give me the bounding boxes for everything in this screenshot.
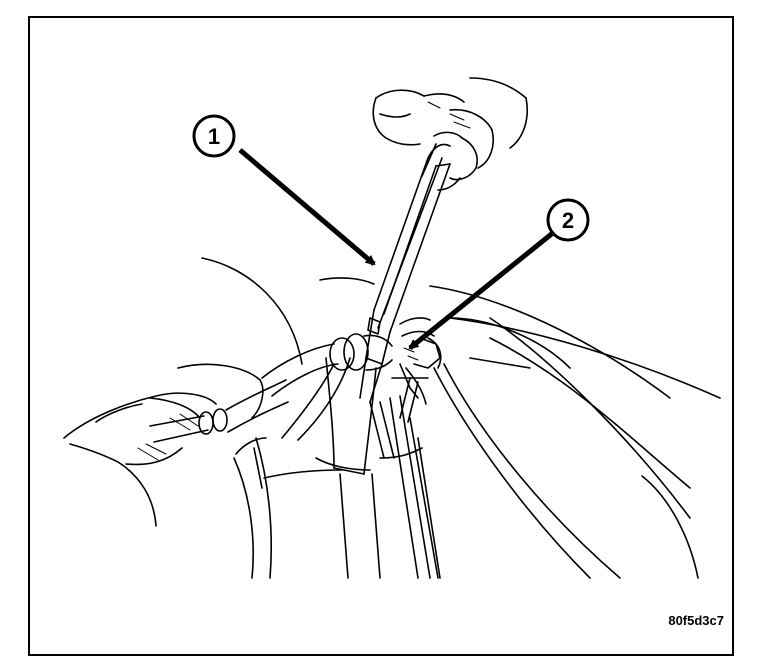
figure-frame: 1 2 80f5d3c7 (28, 16, 734, 656)
callout-2-leader (408, 230, 556, 350)
hose-pliers-illustration: 1 2 (63, 77, 721, 579)
hose-clamp-pliers (359, 143, 451, 403)
callout-1: 1 (192, 114, 236, 158)
panel-lines (433, 317, 721, 579)
small-hose (149, 379, 289, 443)
callout-2: 2 (546, 198, 590, 242)
rail-structure (339, 377, 441, 579)
hose-clamp (399, 317, 442, 423)
cylinder-component (63, 363, 264, 527)
callout-2-label: 2 (562, 208, 574, 233)
surface-curve-right (429, 285, 671, 399)
callout-1-leader (238, 148, 376, 266)
surface-curve-upper (319, 277, 375, 285)
technician-hand (372, 77, 528, 191)
hose-center (263, 357, 377, 479)
surface-curve-right-2 (489, 337, 691, 489)
callout-1-label: 1 (208, 124, 220, 149)
figure-id-label: 80f5d3c7 (668, 613, 724, 628)
surface-curve-left (201, 257, 303, 365)
main-hose-lower (233, 357, 351, 579)
shading-strokes (137, 101, 471, 461)
